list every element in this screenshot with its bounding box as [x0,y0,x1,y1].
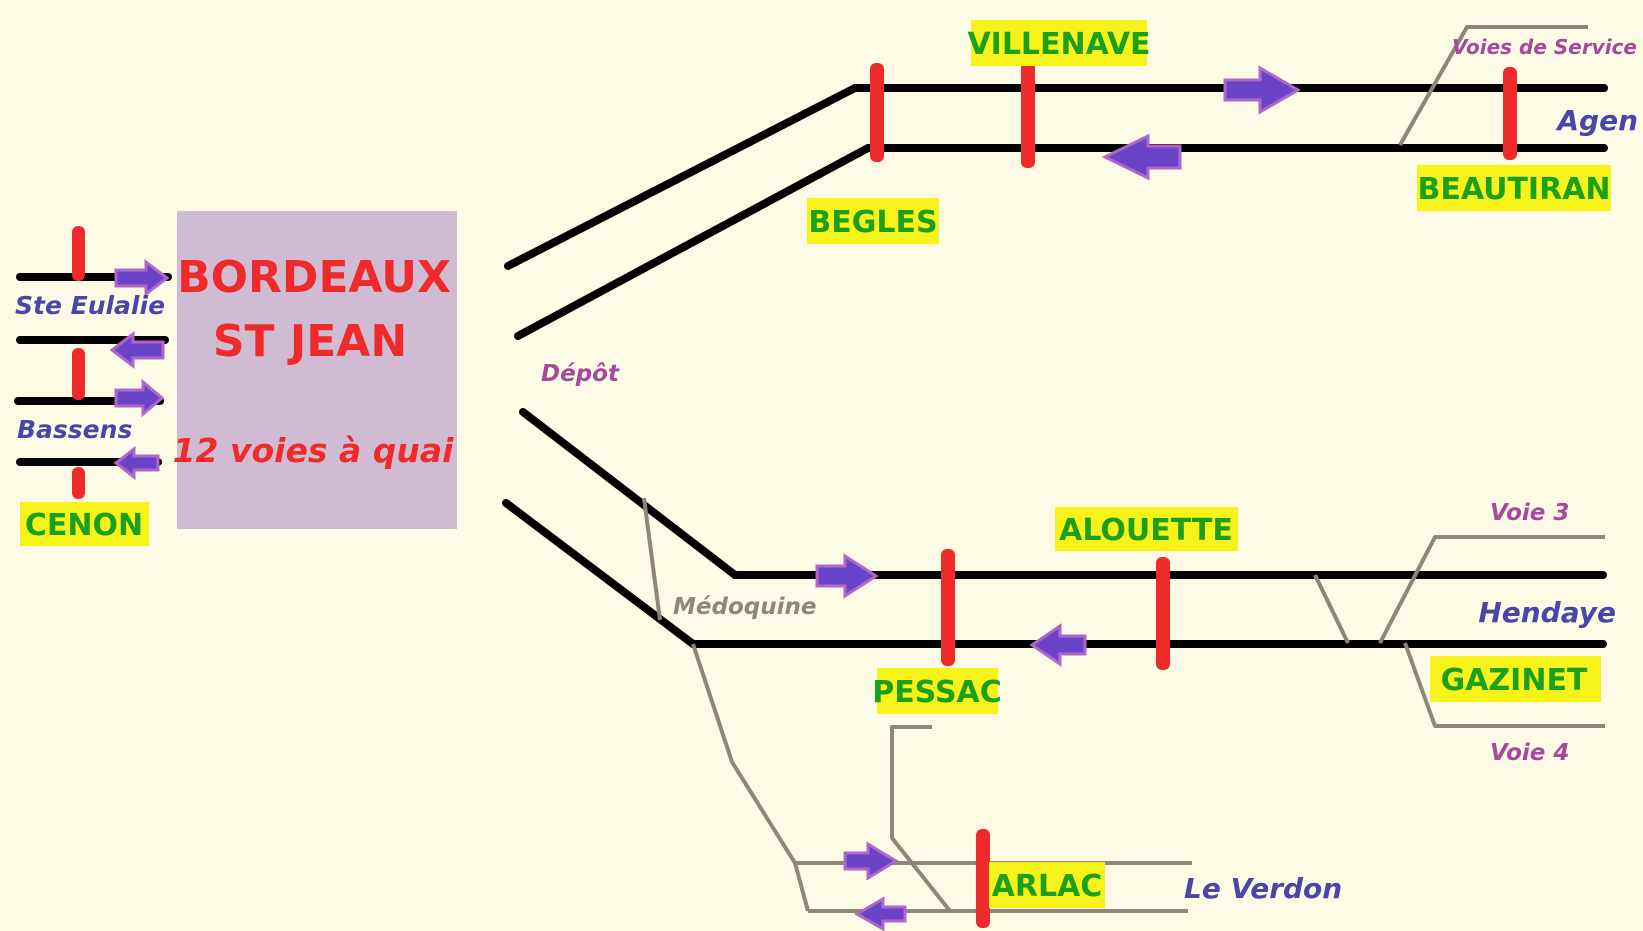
arrow-left-hendaye [1029,623,1087,667]
hub-name-line2: ST JEAN [213,316,407,367]
station-alouette: ALOUETTE [1059,513,1233,548]
spur-voie-4 [1403,642,1605,728]
destination-agen: Agen [1555,104,1638,137]
signal-beautiran [1503,67,1517,160]
destination-bassens: Bassens [17,415,132,444]
signal-begles [870,63,884,162]
arrow-right-bassens [114,378,165,418]
signal-villenave [1021,62,1035,168]
arrow-right-le-verdon [843,841,899,881]
station-box-beautiran [1417,165,1611,211]
signal-pessac [941,549,955,666]
spur-gazinet-crossover [1313,574,1350,644]
station-box-alouette [1055,507,1238,551]
arrow-left-agen [1101,133,1182,181]
track-hendaye-upper [519,408,1607,579]
signal-bassens [72,348,85,400]
signal-cenon [72,467,85,499]
station-box-cenon [20,502,149,546]
label-depot: Dépôt [541,361,620,387]
station-cenon: CENON [25,508,143,543]
destination-ste-eulalie: Ste Eulalie [15,291,165,320]
spur-medoquine [642,497,662,621]
track-agen-upper [504,84,1608,270]
station-pessac: PESSAC [872,675,1002,710]
spur-le-verdon-branch [691,643,810,912]
station-arlac: ARLAC [992,869,1103,904]
hub-platforms-label: 12 voies à quai [173,431,455,470]
label-voie-4: Voie 4 [1490,740,1569,766]
hub-box [177,211,457,529]
arrow-left-le-verdon [853,896,907,931]
label-medoquine: Médoquine [673,594,816,620]
station-gazinet: GAZINET [1441,663,1588,698]
destination-hendaye: Hendaye [1478,596,1616,629]
station-box-arlac [989,862,1105,908]
arrow-right-agen [1223,65,1301,115]
arrow-right-ste-eulalie [114,258,170,298]
track-agen-lower [514,144,1608,340]
hub-name-line1: BORDEAUX [177,252,451,303]
arrow-right-hendaye [815,553,879,599]
station-beautiran: BEAUTIRAN [1417,172,1610,207]
station-box-pessac [877,668,998,714]
signal-alouette [1156,557,1170,670]
arrow-left-bassens [113,445,160,481]
station-box-gazinet [1430,656,1601,702]
spur-voie-3 [1378,535,1605,644]
label-voies-de-service: Voies de Service [1452,35,1637,59]
destination-le-verdon: Le Verdon [1184,872,1342,905]
station-box-begles [807,198,939,244]
station-begles: BEGLES [808,205,937,240]
station-box-villenave [971,20,1147,66]
spur-arlac-siding [890,725,952,913]
spur-voies-de-service [1398,25,1588,146]
label-voie-3: Voie 3 [1490,500,1569,526]
signal-ste-eulalie [72,226,85,281]
signal-arlac [976,829,990,928]
station-villenave: VILLENAVE [967,27,1150,62]
arrow-left-ste-eulalie [109,330,165,370]
